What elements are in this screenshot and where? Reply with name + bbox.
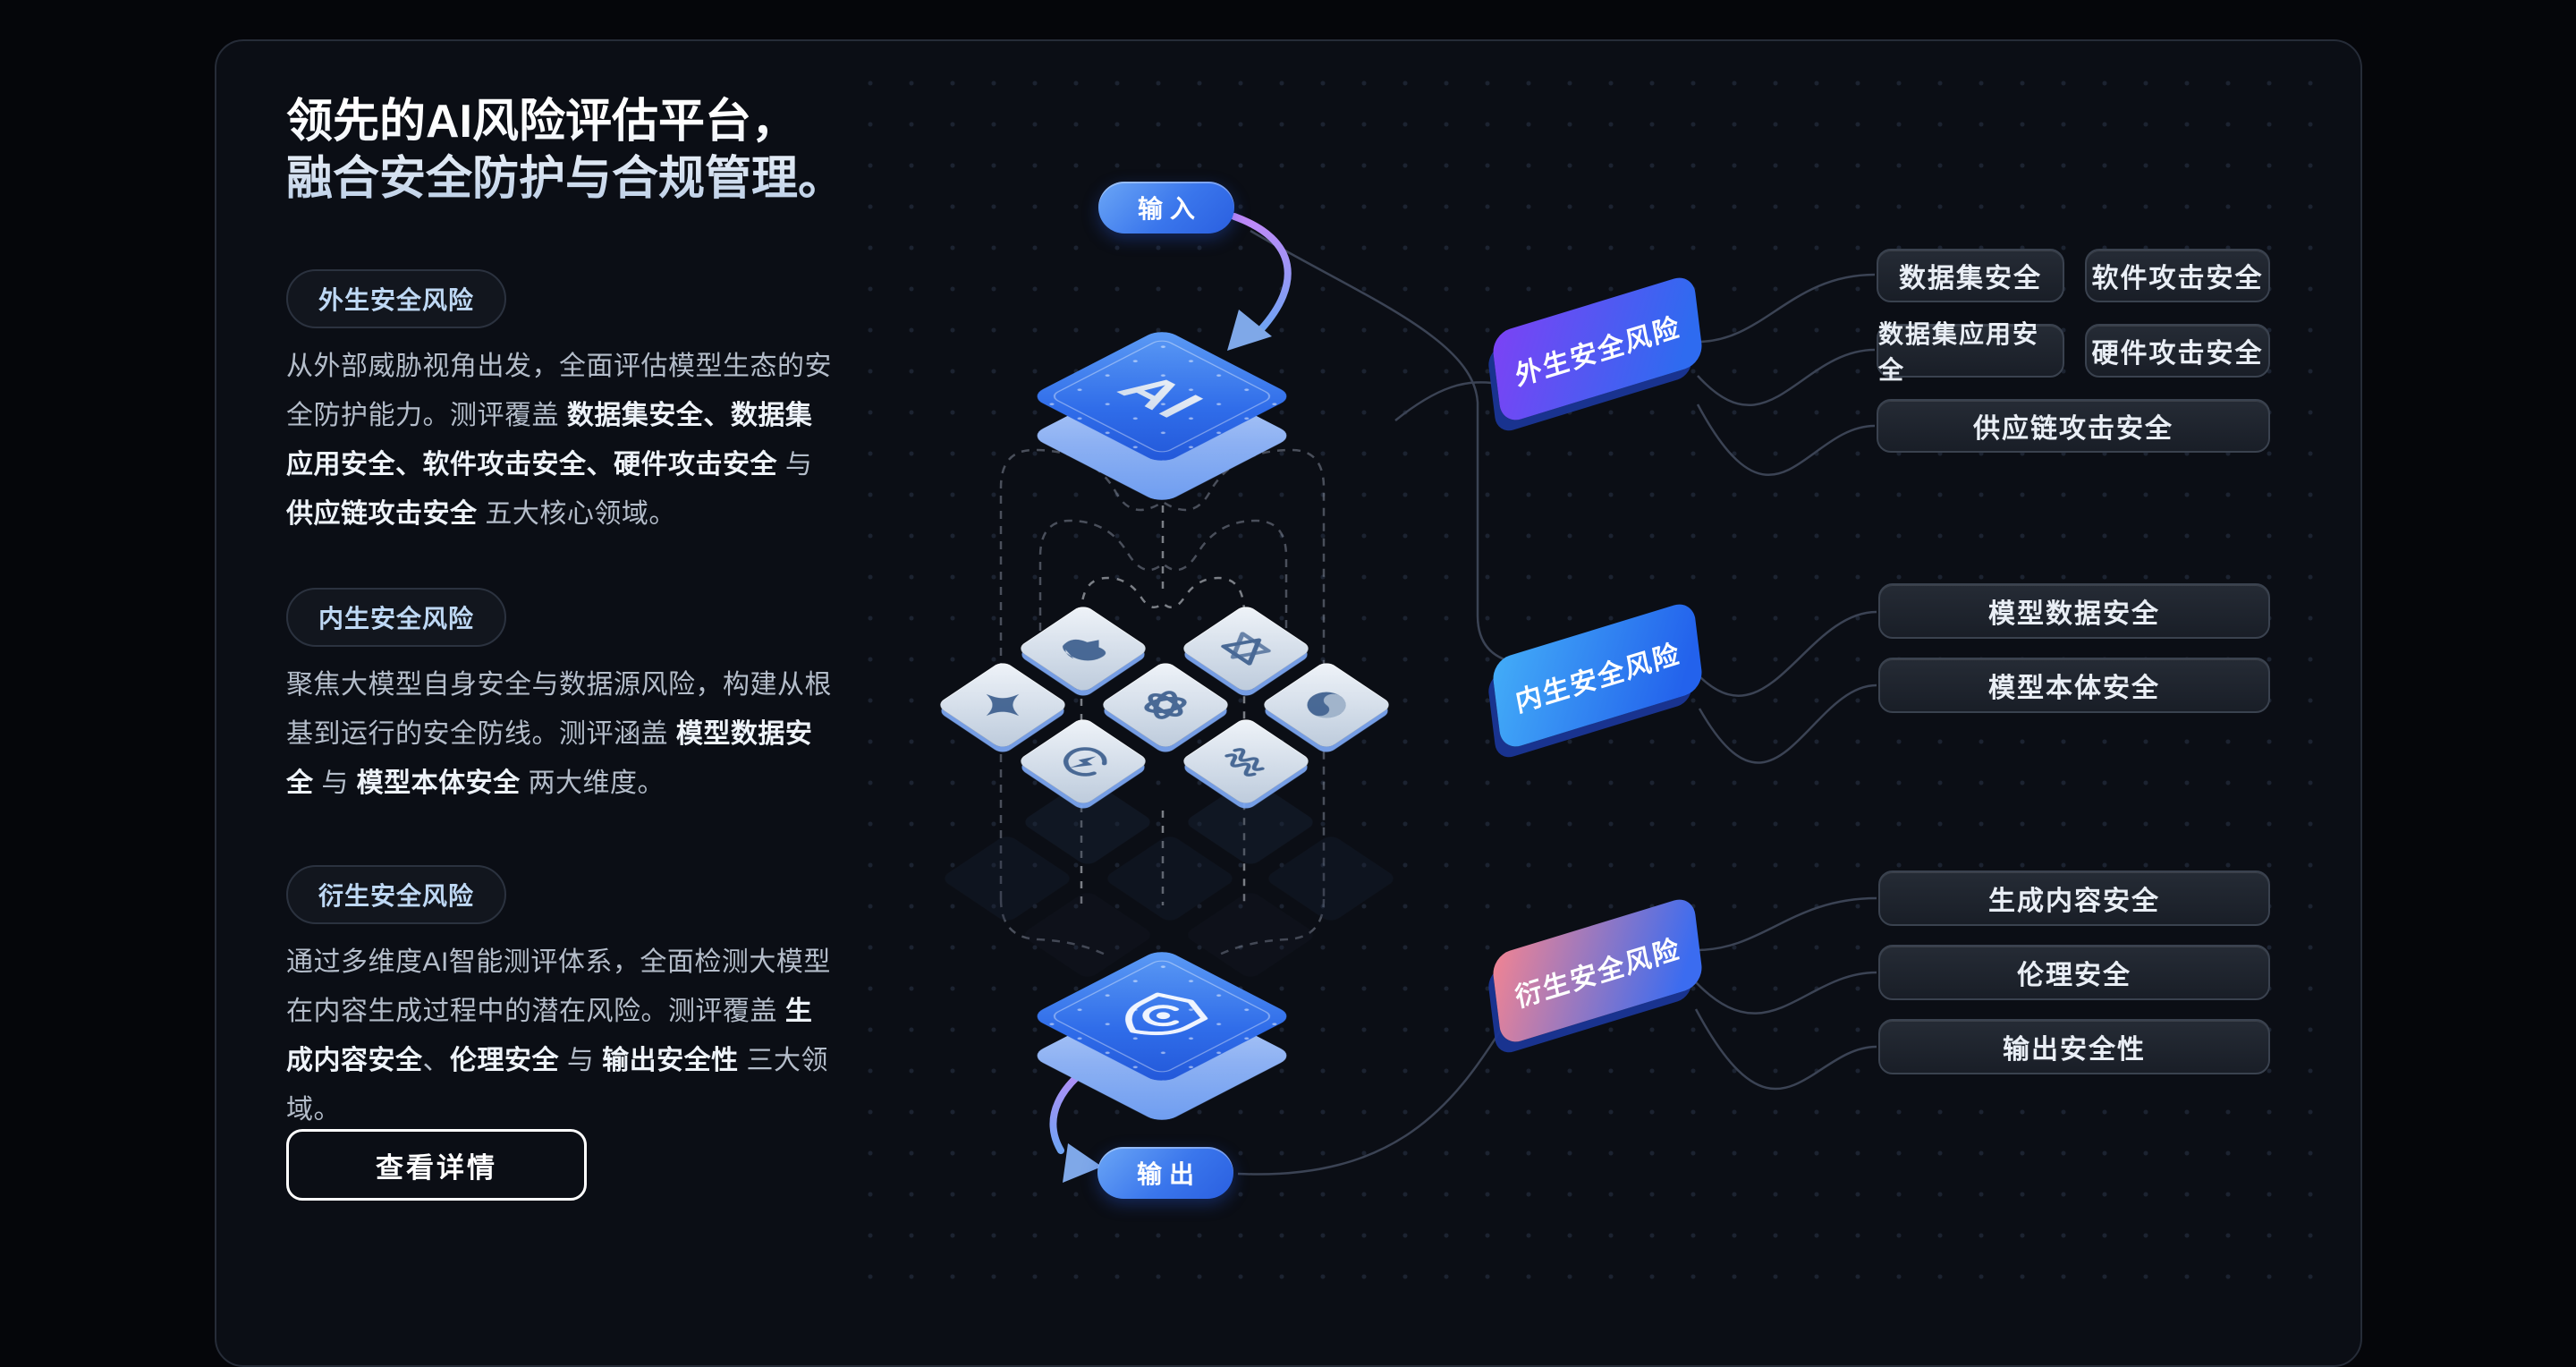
interlocked-triangles-icon [1221, 632, 1271, 666]
paragraph-endogenous-risk: 聚焦大模型自身安全与数据源风险，构建从根基到运行的安全防线。测评涵盖 模型数据安… [286, 660, 835, 808]
model-tile-whale [1016, 603, 1150, 694]
body-text: 与 [777, 450, 813, 480]
risk-item-generated-content-security[interactable]: 生成内容安全 [1878, 870, 2270, 926]
body-text: 与 [313, 768, 357, 798]
body-text: 三大领域。 [286, 1046, 829, 1125]
four-point-star-icon [986, 693, 1020, 717]
model-tile-waveform [1179, 716, 1313, 807]
paragraph-exogenous-risk: 从外部威胁视角出发，全面评估模型生态的安全防护能力。测评覆盖 数据集安全、数据集… [286, 342, 835, 539]
page-title: 领先的AI风险评估平台， 融合安全防护与合规管理。 [286, 93, 912, 208]
emphasis-text: 生成内容安全 [286, 997, 813, 1075]
risk-item-hardware-attack-security[interactable]: 硬件攻击安全 [2085, 324, 2270, 378]
waveform-icon [1224, 748, 1265, 777]
ai-cube: AI [1029, 302, 1295, 505]
body-text: 与 [559, 1046, 603, 1075]
page-title-line2: 融合安全防护与合规管理。 [286, 153, 845, 205]
orbit-bolt-icon [1063, 747, 1107, 777]
model-tile-orbit-bolt [1016, 716, 1150, 807]
risk-item-model-data-security[interactable]: 模型数据安全 [1878, 583, 2270, 639]
badge-derived-risk: 衍生安全风险 [286, 865, 507, 924]
badge-endogenous-risk: 内生安全风险 [286, 588, 507, 647]
shield-cube [1029, 922, 1295, 1125]
model-tile-interlocked-triangles [1179, 603, 1313, 694]
view-details-button[interactable]: 查看详情 [286, 1129, 587, 1201]
shield-icon [1125, 992, 1208, 1036]
body-text: 两大维度。 [520, 768, 665, 798]
emphasis-text: 模型数据安全 [286, 719, 813, 798]
paragraph-derived-risk: 通过多维度AI智能测评体系，全面检测大模型在内容生成过程中的潜在风险。测评覆盖 … [286, 938, 835, 1134]
risk-item-dataset-application-security[interactable]: 数据集应用安全 [1877, 320, 2064, 384]
knot-icon [1144, 691, 1187, 719]
body-text: 五大核心领域。 [477, 499, 676, 529]
body-text: 从外部威胁视角出发，全面评估模型生态的安全防护能力。测评覆盖 [286, 352, 832, 430]
input-pill: 输入 [1098, 182, 1234, 233]
model-tile-knot [1098, 659, 1233, 751]
body-text: 聚焦大模型自身安全与数据源风险，构建从根基到运行的安全防线。测评涵盖 [286, 670, 832, 749]
risk-item-ethics-security[interactable]: 伦理安全 [1878, 945, 2270, 1000]
emphasis-text: 模型本体安全 [356, 768, 521, 798]
model-tile-four-point-star [936, 659, 1070, 751]
risk-item-supply-chain-attack-security[interactable]: 供应链攻击安全 [1877, 399, 2270, 453]
risk-item-software-attack-security[interactable]: 软件攻击安全 [2085, 249, 2270, 302]
swirl-icon [1307, 692, 1346, 718]
risk-item-model-ontology-security[interactable]: 模型本体安全 [1878, 658, 2270, 713]
whale-icon [1063, 639, 1106, 661]
badge-exogenous-risk: 外生安全风险 [286, 269, 507, 328]
emphasis-text: 伦理安全 [450, 1046, 559, 1075]
page-title-line1: 领先的AI风险评估平台， [286, 96, 799, 148]
page: 领先的AI风险评估平台， 融合安全防护与合规管理。 外生安全风险 从外部威胁视角… [0, 0, 2576, 1308]
body-text: 、 [422, 1046, 450, 1075]
emphasis-text: 数据集安全、数据集应用安全、软件攻击安全、硬件攻击安全 [286, 401, 813, 480]
body-text: 通过多维度AI智能测评体系，全面检测大模型在内容生成过程中的潜在风险。测评覆盖 [286, 947, 831, 1026]
model-tile-swirl [1259, 659, 1394, 751]
risk-item-dataset-security[interactable]: 数据集安全 [1877, 249, 2064, 302]
risk-item-output-safety[interactable]: 输出安全性 [1878, 1019, 2270, 1074]
emphasis-text: 供应链攻击安全 [286, 499, 478, 529]
output-pill: 输出 [1097, 1147, 1233, 1199]
shield-cube-top [1029, 947, 1295, 1085]
emphasis-text: 输出安全性 [602, 1046, 739, 1075]
